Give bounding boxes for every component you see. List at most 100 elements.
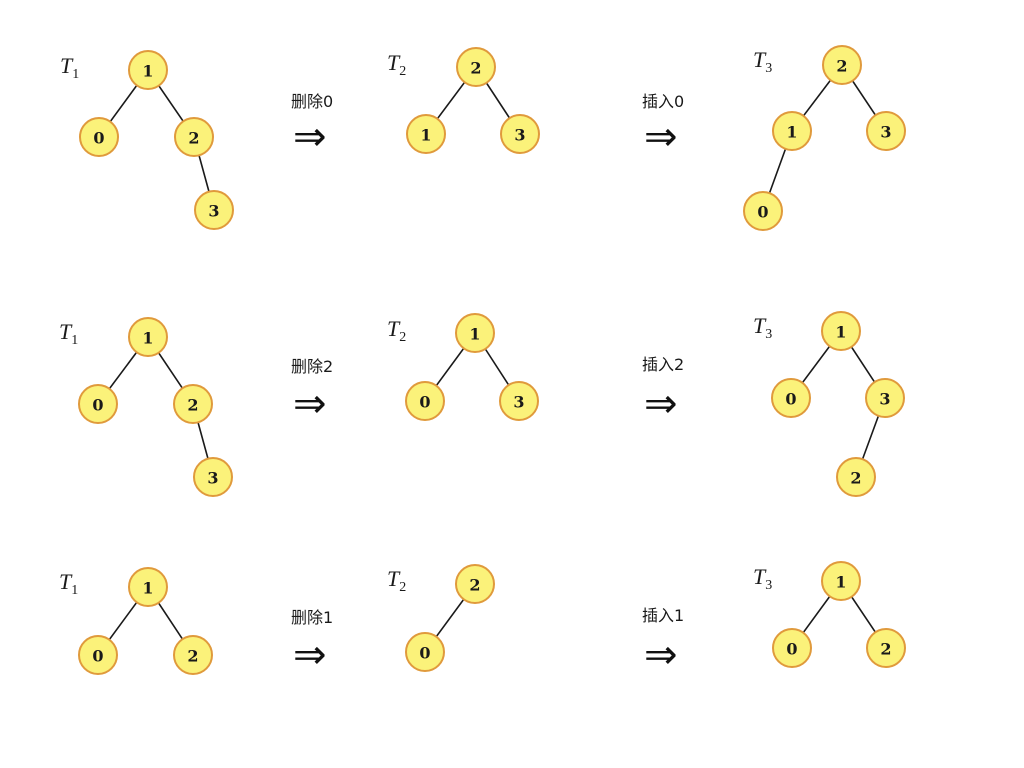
- node-label: 2: [188, 129, 199, 148]
- operation-label: 插入0: [642, 92, 684, 111]
- implies-arrow-icon: ⇒: [293, 114, 327, 160]
- tree-node: 3: [865, 378, 905, 418]
- tree-node: 2: [173, 384, 213, 424]
- tree-label: T1: [59, 319, 78, 348]
- node-label: 0: [92, 396, 103, 415]
- tree-node: 1: [406, 114, 446, 154]
- implies-arrow-icon: ⇒: [644, 632, 678, 678]
- operation-1: 删除0 ⇒: [291, 92, 333, 160]
- tree-node: 0: [78, 384, 118, 424]
- tree-node: 0: [405, 381, 445, 421]
- node-label: 3: [513, 393, 524, 412]
- implies-arrow-icon: ⇒: [644, 381, 678, 427]
- tree-label: T3: [753, 564, 772, 593]
- tree-label: T2: [387, 316, 406, 345]
- row-1: T1 1 0 2 3 删除0 ⇒ T2 2 1 3 插入0 ⇒: [60, 45, 906, 231]
- operation-2: 插入2 ⇒: [642, 355, 684, 427]
- tree-node: 2: [836, 457, 876, 497]
- tree-node: 1: [772, 111, 812, 151]
- operation-label: 插入2: [642, 355, 684, 374]
- node-label: 2: [836, 57, 847, 76]
- tree-node: 3: [866, 111, 906, 151]
- node-label: 2: [850, 469, 861, 488]
- node-label: 3: [514, 126, 525, 145]
- node-label: 3: [879, 390, 890, 409]
- node-label: 2: [469, 576, 480, 595]
- node-label: 1: [835, 573, 846, 592]
- tree-r3-t1: T1 1 0 2: [59, 567, 213, 675]
- node-label: 1: [142, 62, 153, 81]
- node-label: 1: [420, 126, 431, 145]
- tree-node: 0: [78, 635, 118, 675]
- node-label: 0: [785, 390, 796, 409]
- node-label: 0: [757, 203, 768, 222]
- tree-label: T2: [387, 50, 406, 79]
- operation-label: 删除2: [291, 357, 333, 376]
- operation-label: 插入1: [642, 606, 684, 625]
- tree-node: 1: [128, 567, 168, 607]
- node-label: 1: [786, 123, 797, 142]
- operation-2: 插入0 ⇒: [642, 92, 684, 160]
- tree-r3-t2: T2 2 0: [387, 564, 495, 672]
- tree-node: 3: [499, 381, 539, 421]
- tree-node: 2: [822, 45, 862, 85]
- node-label: 1: [142, 329, 153, 348]
- node-label: 3: [880, 123, 891, 142]
- tree-node: 2: [456, 47, 496, 87]
- tree-node: 1: [455, 313, 495, 353]
- tree-label: T3: [753, 313, 772, 342]
- operation-label: 删除1: [291, 608, 333, 627]
- tree-node: 0: [771, 378, 811, 418]
- tree-node: 1: [128, 317, 168, 357]
- node-label: 3: [208, 202, 219, 221]
- tree-node: 1: [821, 311, 861, 351]
- operation-label: 删除0: [291, 92, 333, 111]
- tree-r2-t1: T1 1 0 2 3: [59, 317, 233, 497]
- tree-node: 3: [194, 190, 234, 230]
- node-label: 2: [187, 396, 198, 415]
- tree-node: 1: [128, 50, 168, 90]
- node-label: 0: [92, 647, 103, 666]
- tree-r1-t2: T2 2 1 3: [387, 47, 540, 154]
- tree-node: 2: [174, 117, 214, 157]
- tree-label: T1: [60, 53, 79, 82]
- tree-node: 3: [193, 457, 233, 497]
- node-label: 1: [835, 323, 846, 342]
- tree-node: 0: [772, 628, 812, 668]
- row-3: T1 1 0 2 删除1 ⇒ T2 2 0 插入1 ⇒ T3: [59, 561, 906, 678]
- tree-node: 3: [500, 114, 540, 154]
- tree-r1-t3: T3 2 1 3 0: [743, 45, 906, 231]
- tree-node: 1: [821, 561, 861, 601]
- tree-label: T2: [387, 566, 406, 595]
- node-label: 2: [880, 640, 891, 659]
- tree-label: T3: [753, 47, 772, 76]
- tree-node: 2: [173, 635, 213, 675]
- tree-node: 0: [405, 632, 445, 672]
- node-label: 1: [469, 325, 480, 344]
- operation-1: 删除2 ⇒: [291, 357, 333, 427]
- tree-r1-t1: T1 1 0 2 3: [60, 50, 234, 230]
- node-label: 1: [142, 579, 153, 598]
- implies-arrow-icon: ⇒: [644, 114, 678, 160]
- tree-r2-t3: T3 1 0 3 2: [753, 311, 905, 497]
- node-label: 0: [786, 640, 797, 659]
- implies-arrow-icon: ⇒: [293, 632, 327, 678]
- tree-r3-t3: T3 1 0 2: [753, 561, 906, 668]
- implies-arrow-icon: ⇒: [293, 381, 327, 427]
- tree-node: 0: [79, 117, 119, 157]
- node-label: 3: [207, 469, 218, 488]
- node-label: 2: [470, 59, 481, 78]
- tree-node: 2: [455, 564, 495, 604]
- node-label: 0: [93, 129, 104, 148]
- tree-node: 0: [743, 191, 783, 231]
- node-label: 0: [419, 393, 430, 412]
- tree-label: T1: [59, 569, 78, 598]
- node-label: 0: [419, 644, 430, 663]
- tree-r2-t2: T2 1 0 3: [387, 313, 539, 421]
- tree-node: 2: [866, 628, 906, 668]
- operation-2: 插入1 ⇒: [642, 606, 684, 678]
- operation-1: 删除1 ⇒: [291, 608, 333, 678]
- node-label: 2: [187, 647, 198, 666]
- row-2: T1 1 0 2 3 删除2 ⇒ T2 1 0 3 插入2 ⇒: [59, 311, 905, 497]
